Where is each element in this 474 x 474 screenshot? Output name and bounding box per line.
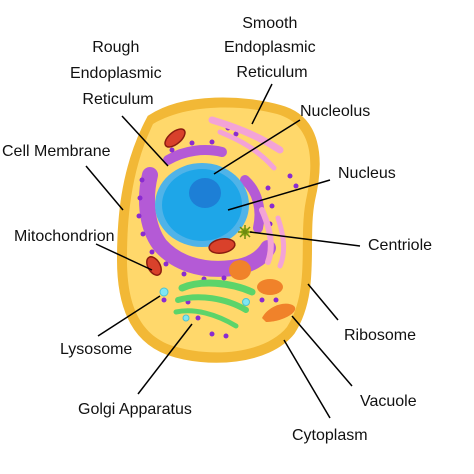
label-smooth-er-line-2: Endoplasmic (224, 39, 316, 56)
leader-nucleolus (213, 119, 301, 175)
label-cytoplasm: Cytoplasm (292, 427, 368, 444)
leader-ribosome (307, 283, 339, 321)
ribosome (136, 213, 142, 219)
label-nucleus: Nucleus (338, 165, 396, 182)
leader-nucleus (227, 179, 331, 211)
label-smooth-er-line-3: Reticulum (236, 64, 307, 81)
vacuole (262, 303, 296, 322)
label-rough-er-line-1: Rough (92, 39, 139, 56)
ribosome (287, 173, 293, 179)
ribosome (209, 139, 215, 145)
mitochondrion (164, 128, 186, 148)
ribosome (189, 140, 195, 146)
golgi-apparatus (173, 279, 256, 329)
ribosome (149, 249, 155, 255)
label-nucleolus: Nucleolus (300, 103, 370, 120)
vacuoles (229, 260, 296, 322)
lysosome (242, 298, 250, 306)
lysosome (159, 287, 169, 297)
mitochondria (146, 128, 236, 276)
label-vacuole: Vacuole (360, 393, 417, 410)
ribosome (137, 195, 143, 201)
label-lysosome: Lysosome (60, 341, 132, 358)
vacuole (229, 260, 251, 280)
nucleolus-body (189, 178, 221, 208)
label-rough-er-line-2: Endoplasmic (70, 65, 162, 82)
ribosome (269, 203, 275, 209)
lysosome (182, 314, 190, 322)
ribosome (221, 275, 227, 281)
ribosome (181, 271, 187, 277)
label-rough-er-line-3: Reticulum (82, 91, 153, 108)
leader-smooth-er (251, 83, 273, 125)
label-smooth-er-line-1: Smooth (242, 15, 297, 32)
ribosome (223, 333, 229, 339)
ribosome (273, 297, 279, 303)
ribosome (139, 177, 145, 183)
ribosome (195, 315, 201, 321)
ribosome (233, 131, 239, 137)
label-centriole: Centriole (368, 237, 432, 254)
leader-rough-er (121, 115, 169, 167)
leader-lysosome (97, 295, 161, 337)
mitochondrion (208, 237, 236, 255)
ribosome (161, 297, 167, 303)
ribosome (209, 331, 215, 337)
nucleus (155, 163, 249, 247)
ribosome (163, 261, 169, 267)
leader-cytoplasm (283, 339, 331, 419)
ribosome (265, 185, 271, 191)
leader-vacuole (291, 315, 353, 387)
label-smooth-er: Smooth Endoplasmic Reticulum (224, 15, 320, 81)
label-ribosome: Ribosome (344, 327, 416, 344)
centriole (238, 225, 252, 239)
leader-mitochondrion (95, 243, 153, 271)
leader-golgi (137, 323, 193, 395)
label-rough-er: Rough Endoplasmic Reticulum (70, 39, 166, 108)
vacuole (257, 279, 283, 295)
labels: Rough Endoplasmic Reticulum Smooth Endop… (2, 15, 432, 444)
lysosomes (159, 287, 250, 322)
label-cell-membrane: Cell Membrane (2, 143, 111, 160)
label-golgi: Golgi Apparatus (78, 401, 192, 418)
leader-lines (85, 83, 361, 419)
label-mitochondrion: Mitochondrion (14, 228, 115, 245)
ribosome (140, 231, 146, 237)
leader-cell-membrane (85, 165, 124, 211)
ribosome (259, 297, 265, 303)
ribosome (293, 183, 299, 189)
smooth-endoplasmic-reticulum (208, 116, 287, 269)
leader-centriole (249, 231, 361, 247)
ribosome (169, 147, 175, 153)
